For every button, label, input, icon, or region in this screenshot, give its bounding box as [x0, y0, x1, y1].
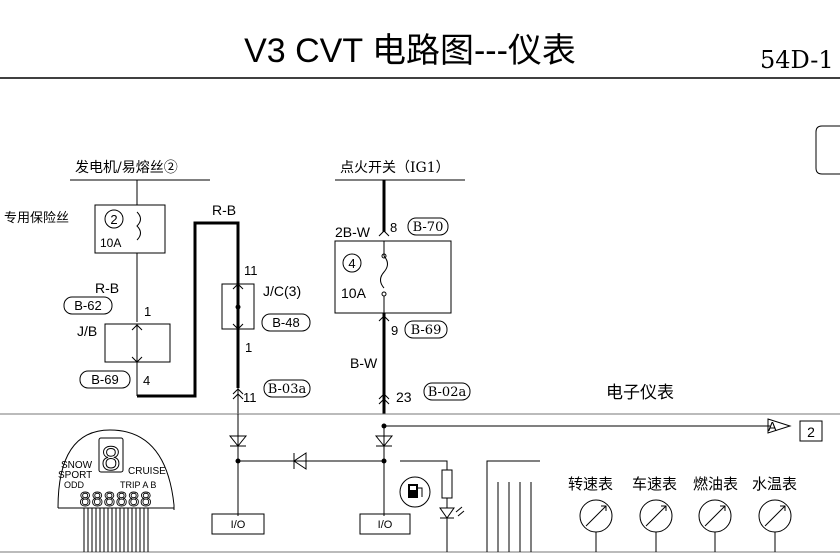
io-box-right — [359, 513, 411, 535]
connector-b03a-label: B-03a — [268, 382, 307, 397]
lcd-cruise-label: CRUISE — [128, 466, 166, 477]
pin-23: 23 — [396, 389, 412, 405]
lcd-gear-digit: 8 — [102, 440, 121, 478]
connector-b62 — [63, 296, 113, 315]
offpage-arrow-a-label: A — [768, 419, 777, 434]
led-icon — [439, 507, 455, 519]
fuel-pump-hose — [418, 487, 423, 497]
bus-line-top — [486, 460, 540, 494]
lcd-gear-digit-frame — [98, 437, 124, 473]
connector-b62-label: B-62 — [74, 298, 101, 313]
fuel-lamp-circle — [399, 476, 431, 508]
corner-badge — [815, 125, 840, 175]
gauge-tacho-label: 转速表 — [568, 475, 613, 493]
fuse-right-number-circle — [342, 253, 362, 273]
fuse-left-element — [136, 211, 141, 241]
fuse-left-number-circle — [104, 209, 124, 229]
led-ray-icon — [455, 506, 465, 517]
connector-b48 — [261, 313, 311, 332]
gauge-temp-icon — [758, 499, 792, 552]
io-box-left — [211, 513, 265, 535]
offpage-ref-box — [799, 420, 823, 442]
fuse-left-rating: 10A — [100, 236, 121, 250]
b69-right-pin-icon — [378, 315, 390, 322]
io-box-left-label: I/O — [231, 519, 246, 531]
lcd-trip-label: TRIP A B — [120, 480, 156, 490]
gauge-fuel-icon — [698, 499, 732, 552]
lcd-odometer-digits: 888888 — [80, 489, 153, 511]
generator-fuse-label: 发电机/易熔丝② — [75, 160, 178, 176]
connector-b69-left-label: B-69 — [91, 372, 118, 387]
connector-b69-right — [404, 320, 448, 339]
pin-11-bottom: 11 — [243, 390, 257, 405]
fuse-right-element — [380, 255, 388, 289]
connector-b02a — [423, 382, 471, 401]
lcd-display — [57, 429, 175, 552]
connector-b48-label: B-48 — [272, 315, 299, 330]
pin-8: 8 — [390, 220, 397, 235]
jc3-label: J/C(3) — [263, 283, 301, 299]
gauge-speedo-label: 车速表 — [632, 475, 677, 493]
io-box-right-label: I/O — [378, 519, 393, 531]
pin-4-left: 4 — [143, 373, 150, 388]
gauge-speedo-icon — [639, 499, 673, 552]
connector-b69-right-label: B-69 — [411, 323, 442, 338]
page-title: V3 CVT 电路图---仪表 — [244, 32, 576, 70]
jb-top-pin-icon — [131, 324, 143, 331]
wire-bw-label: B-W — [350, 355, 378, 371]
jc3-splice-dot — [235, 304, 241, 310]
dedicated-fuse-label: 专用保险丝 — [4, 211, 69, 226]
fuse-right-terminal-top — [381, 253, 387, 259]
connector-b02a-label: B-02a — [428, 385, 467, 400]
connector-b70-label: B-70 — [413, 220, 444, 235]
lcd-sport-label: SPORT — [58, 470, 92, 481]
lcd-odd-label: ODD — [64, 480, 85, 490]
wire-rb-thick — [137, 221, 240, 398]
fuse-right-terminal-bottom — [381, 291, 387, 297]
fuel-pump-window — [410, 486, 416, 490]
offpage-ref-number: 2 — [807, 424, 815, 440]
gauge-tacho-icon — [579, 499, 613, 552]
diode-link-dot-left — [235, 458, 241, 464]
gauge-temp-label: 水温表 — [752, 475, 797, 493]
offpage-arrow-a-icon — [767, 418, 792, 434]
pin-1-mid: 1 — [245, 340, 252, 355]
pin-1-left: 1 — [144, 304, 151, 319]
fuse-box-left — [94, 204, 166, 254]
b02a-pin-icon-b — [378, 398, 390, 405]
b02a-pin-icon-a — [378, 393, 390, 400]
cluster-label: 电子仪表 — [606, 383, 674, 403]
gauge-fuel-label: 燃油表 — [693, 475, 738, 493]
resistor-icon — [441, 469, 453, 499]
fuel-lamp-feed — [400, 460, 448, 470]
pin-9: 9 — [391, 323, 398, 338]
fuse-left-number: 2 — [110, 212, 117, 227]
wire-rb-top-label: R-B — [212, 202, 236, 218]
wire-left-rb-label: R-B — [95, 280, 119, 296]
wire-2bw-label: 2B-W — [335, 224, 371, 240]
jc3-top-pin-icon — [232, 283, 244, 290]
diode-link-icon — [293, 452, 307, 470]
jc3-bottom-pin-icon — [232, 323, 244, 330]
connector-b69-left — [79, 370, 131, 389]
lcd-snow-label: SNOW — [61, 460, 93, 471]
page-code: 54D-1 — [760, 46, 834, 74]
pin-11-top: 11 — [244, 263, 258, 278]
connector-b70 — [407, 217, 449, 236]
fuse-box-right — [334, 240, 452, 314]
fuel-pump-icon — [408, 484, 418, 498]
connector-b03a — [263, 379, 311, 398]
jb-label: J/B — [77, 323, 97, 339]
fuse-right-number: 4 — [348, 256, 355, 271]
diode-link-dot-right — [381, 458, 387, 464]
b70-pin-icon — [378, 230, 390, 237]
fuse-right-rating: 10A — [341, 285, 367, 301]
ignition-switch-label: 点火开关（IG1） — [340, 160, 450, 176]
